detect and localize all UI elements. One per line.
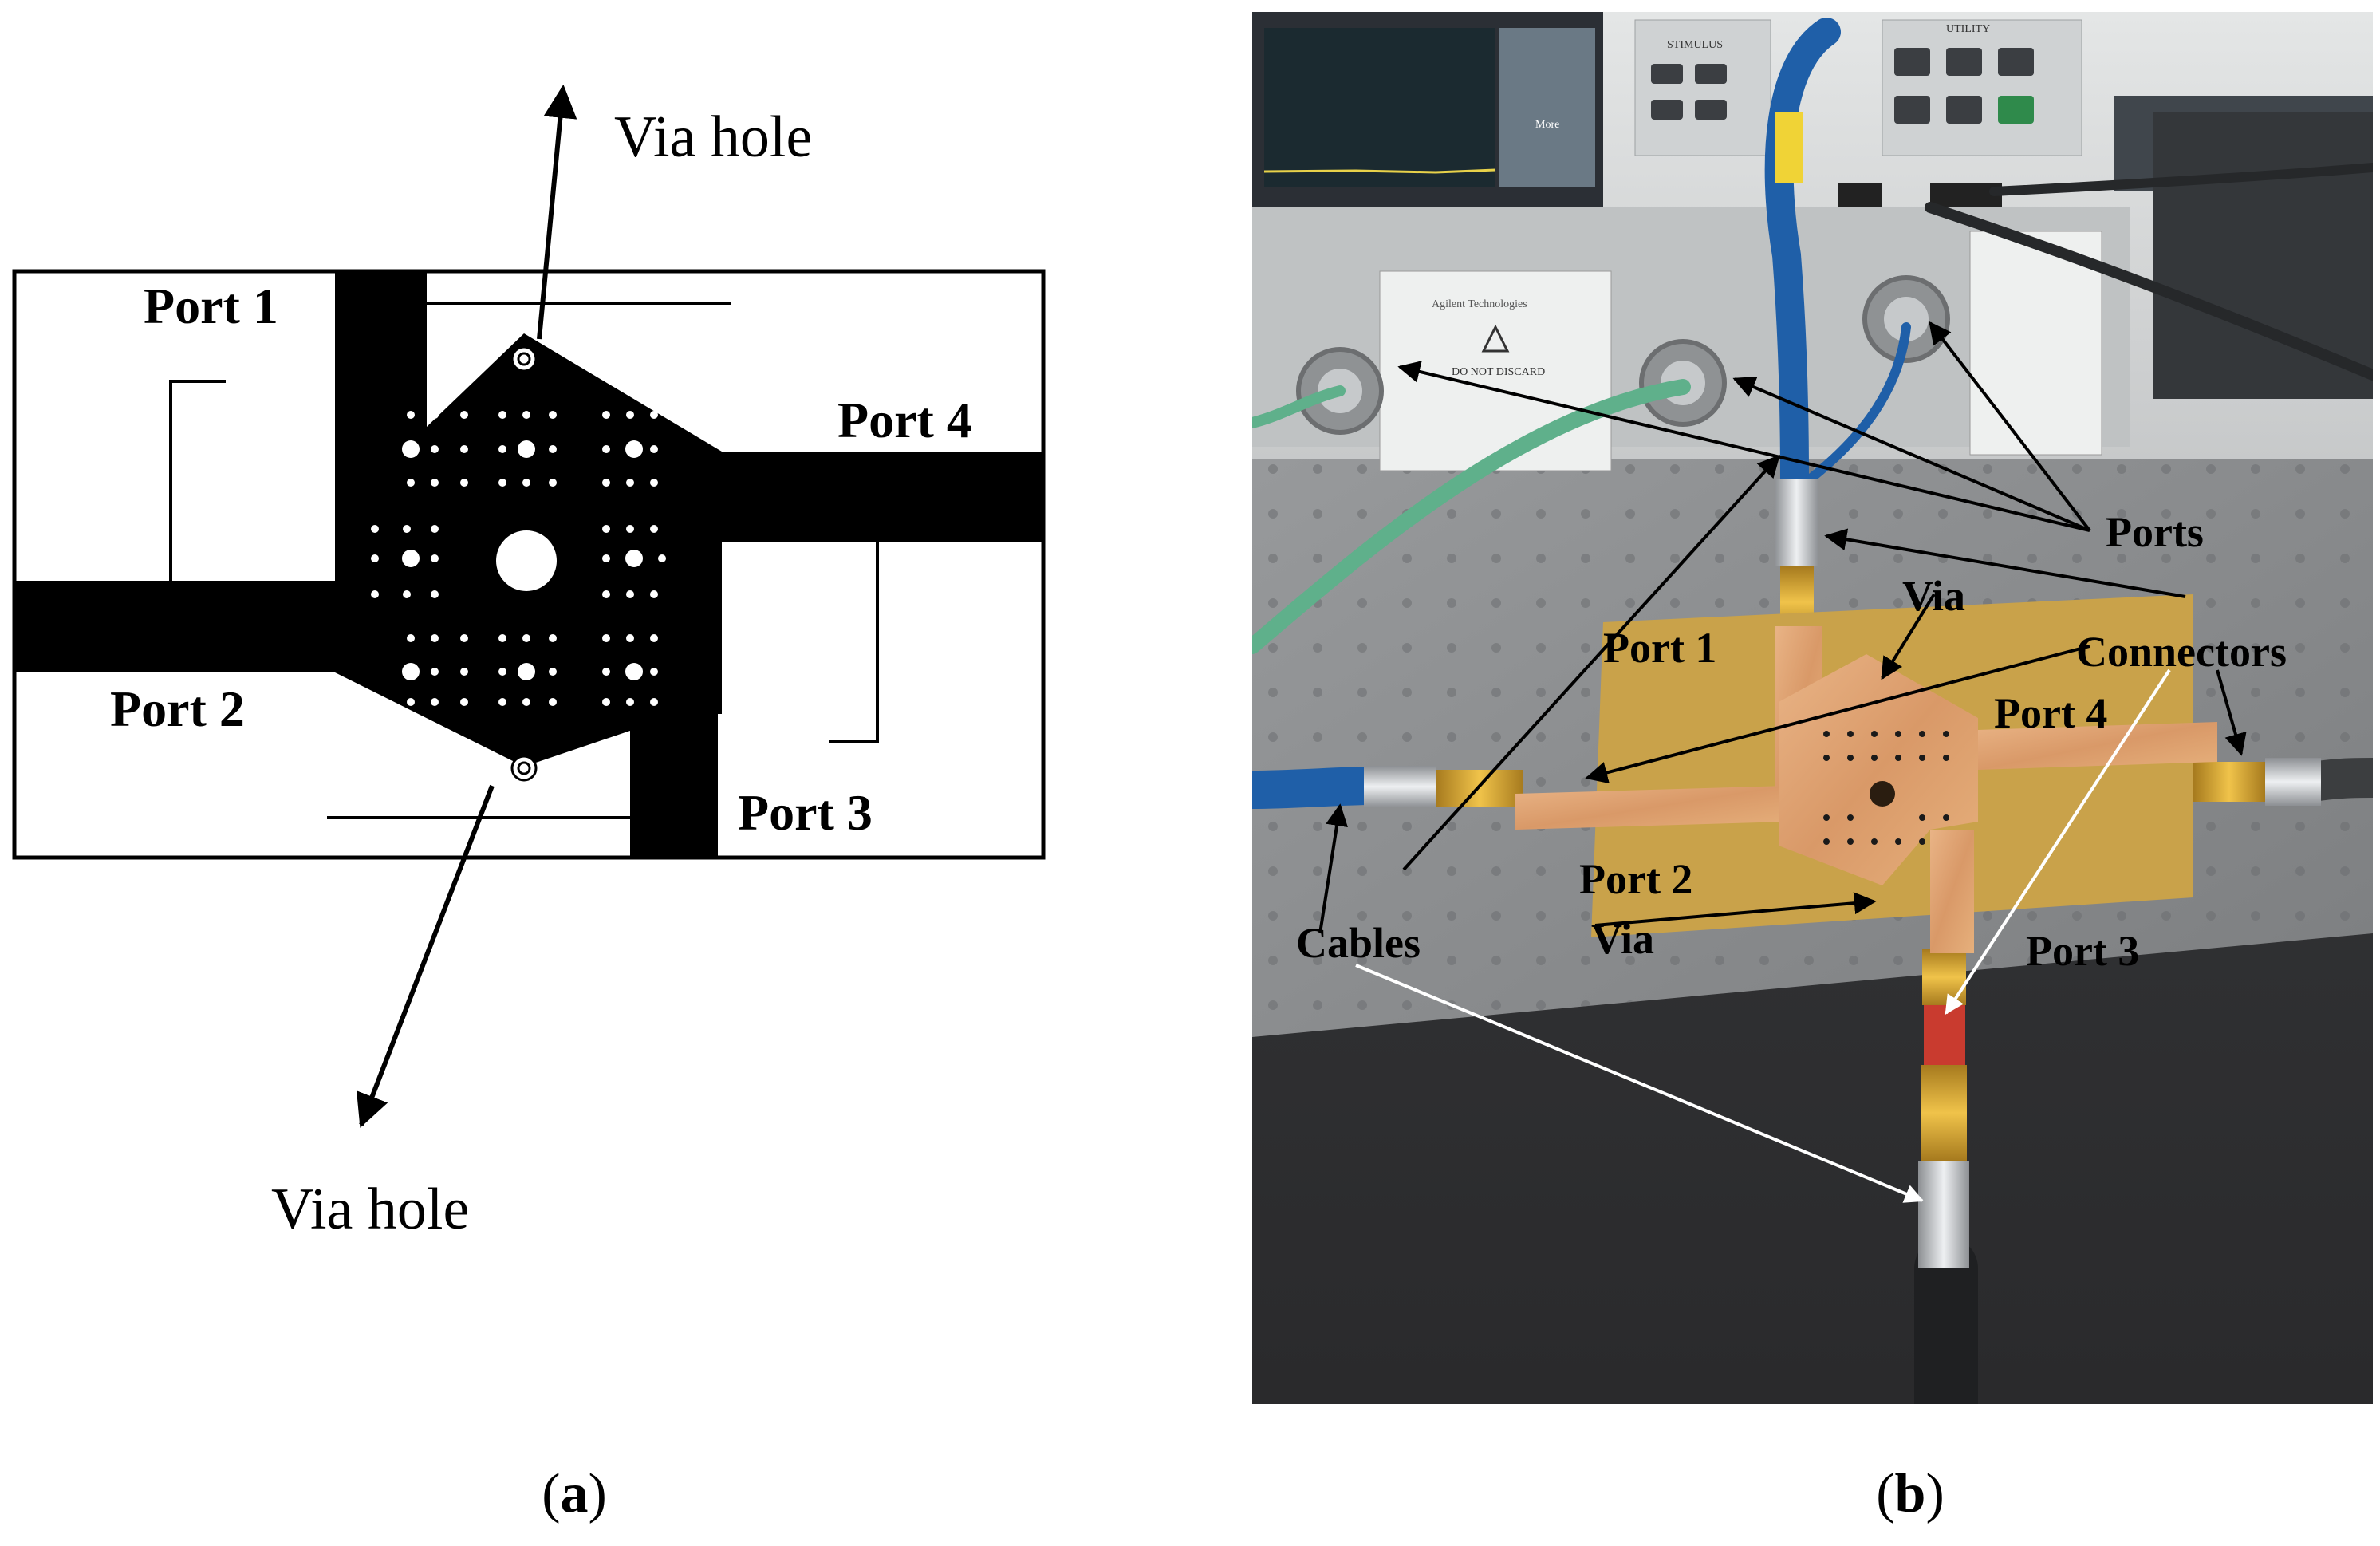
via-hole-bottom-arrow <box>357 784 495 1128</box>
microstrip-metal <box>14 271 1043 858</box>
vna-stimulus-label: STIMULUS <box>1667 39 1723 51</box>
cables <box>1252 18 2373 1404</box>
port1-label: Port 1 <box>144 278 278 334</box>
label-connectors: Connectors <box>2076 628 2287 676</box>
pcb-copper <box>1515 626 2217 953</box>
label-ports: Ports <box>2106 508 2204 556</box>
panel-b-photo: More STIMULUS UTILITY Agilent Technologi… <box>1252 12 2373 1524</box>
photo-arrows-white <box>1355 668 2171 1203</box>
via-array <box>371 411 666 706</box>
label-cables: Cables <box>1296 919 1421 967</box>
label-via-bottom: Via <box>1591 915 1654 963</box>
vna-menu-more: More <box>1535 119 1559 131</box>
label-via-top: Via <box>1902 572 1965 620</box>
vna-utility-label: UTILITY <box>1946 23 1990 35</box>
port3-label: Port 3 <box>738 784 873 841</box>
label-port4: Port 4 <box>1994 689 2107 737</box>
label-port1: Port 1 <box>1603 624 1716 672</box>
via-hole-top-arrow <box>537 84 577 340</box>
port2-label: Port 2 <box>110 680 245 737</box>
panel-a-diagram: Via hole Via hole Port 1 Port 4 Port 2 P… <box>12 84 1046 1524</box>
pcb-via-dots <box>1823 731 1949 845</box>
via-hole-top-label: Via hole <box>614 105 812 170</box>
caption-a: (a) <box>542 1463 607 1524</box>
label-port3: Port 3 <box>2026 927 2139 975</box>
label-port2: Port 2 <box>1579 855 1692 903</box>
caption-b: (b) <box>1876 1463 1945 1524</box>
via-hole-bottom-label: Via hole <box>271 1177 469 1242</box>
via-hole-top-marker <box>510 345 538 373</box>
vna-brand: Agilent Technologies <box>1432 298 1527 310</box>
port4-label: Port 4 <box>837 392 972 448</box>
photo-labels: Ports Via Connectors Port 1 Port 4 Port … <box>1296 508 2287 975</box>
via-hole-bottom-marker <box>510 755 538 782</box>
vna-warning: DO NOT DISCARD <box>1452 366 1545 378</box>
photo-arrows-black <box>1318 321 2247 934</box>
